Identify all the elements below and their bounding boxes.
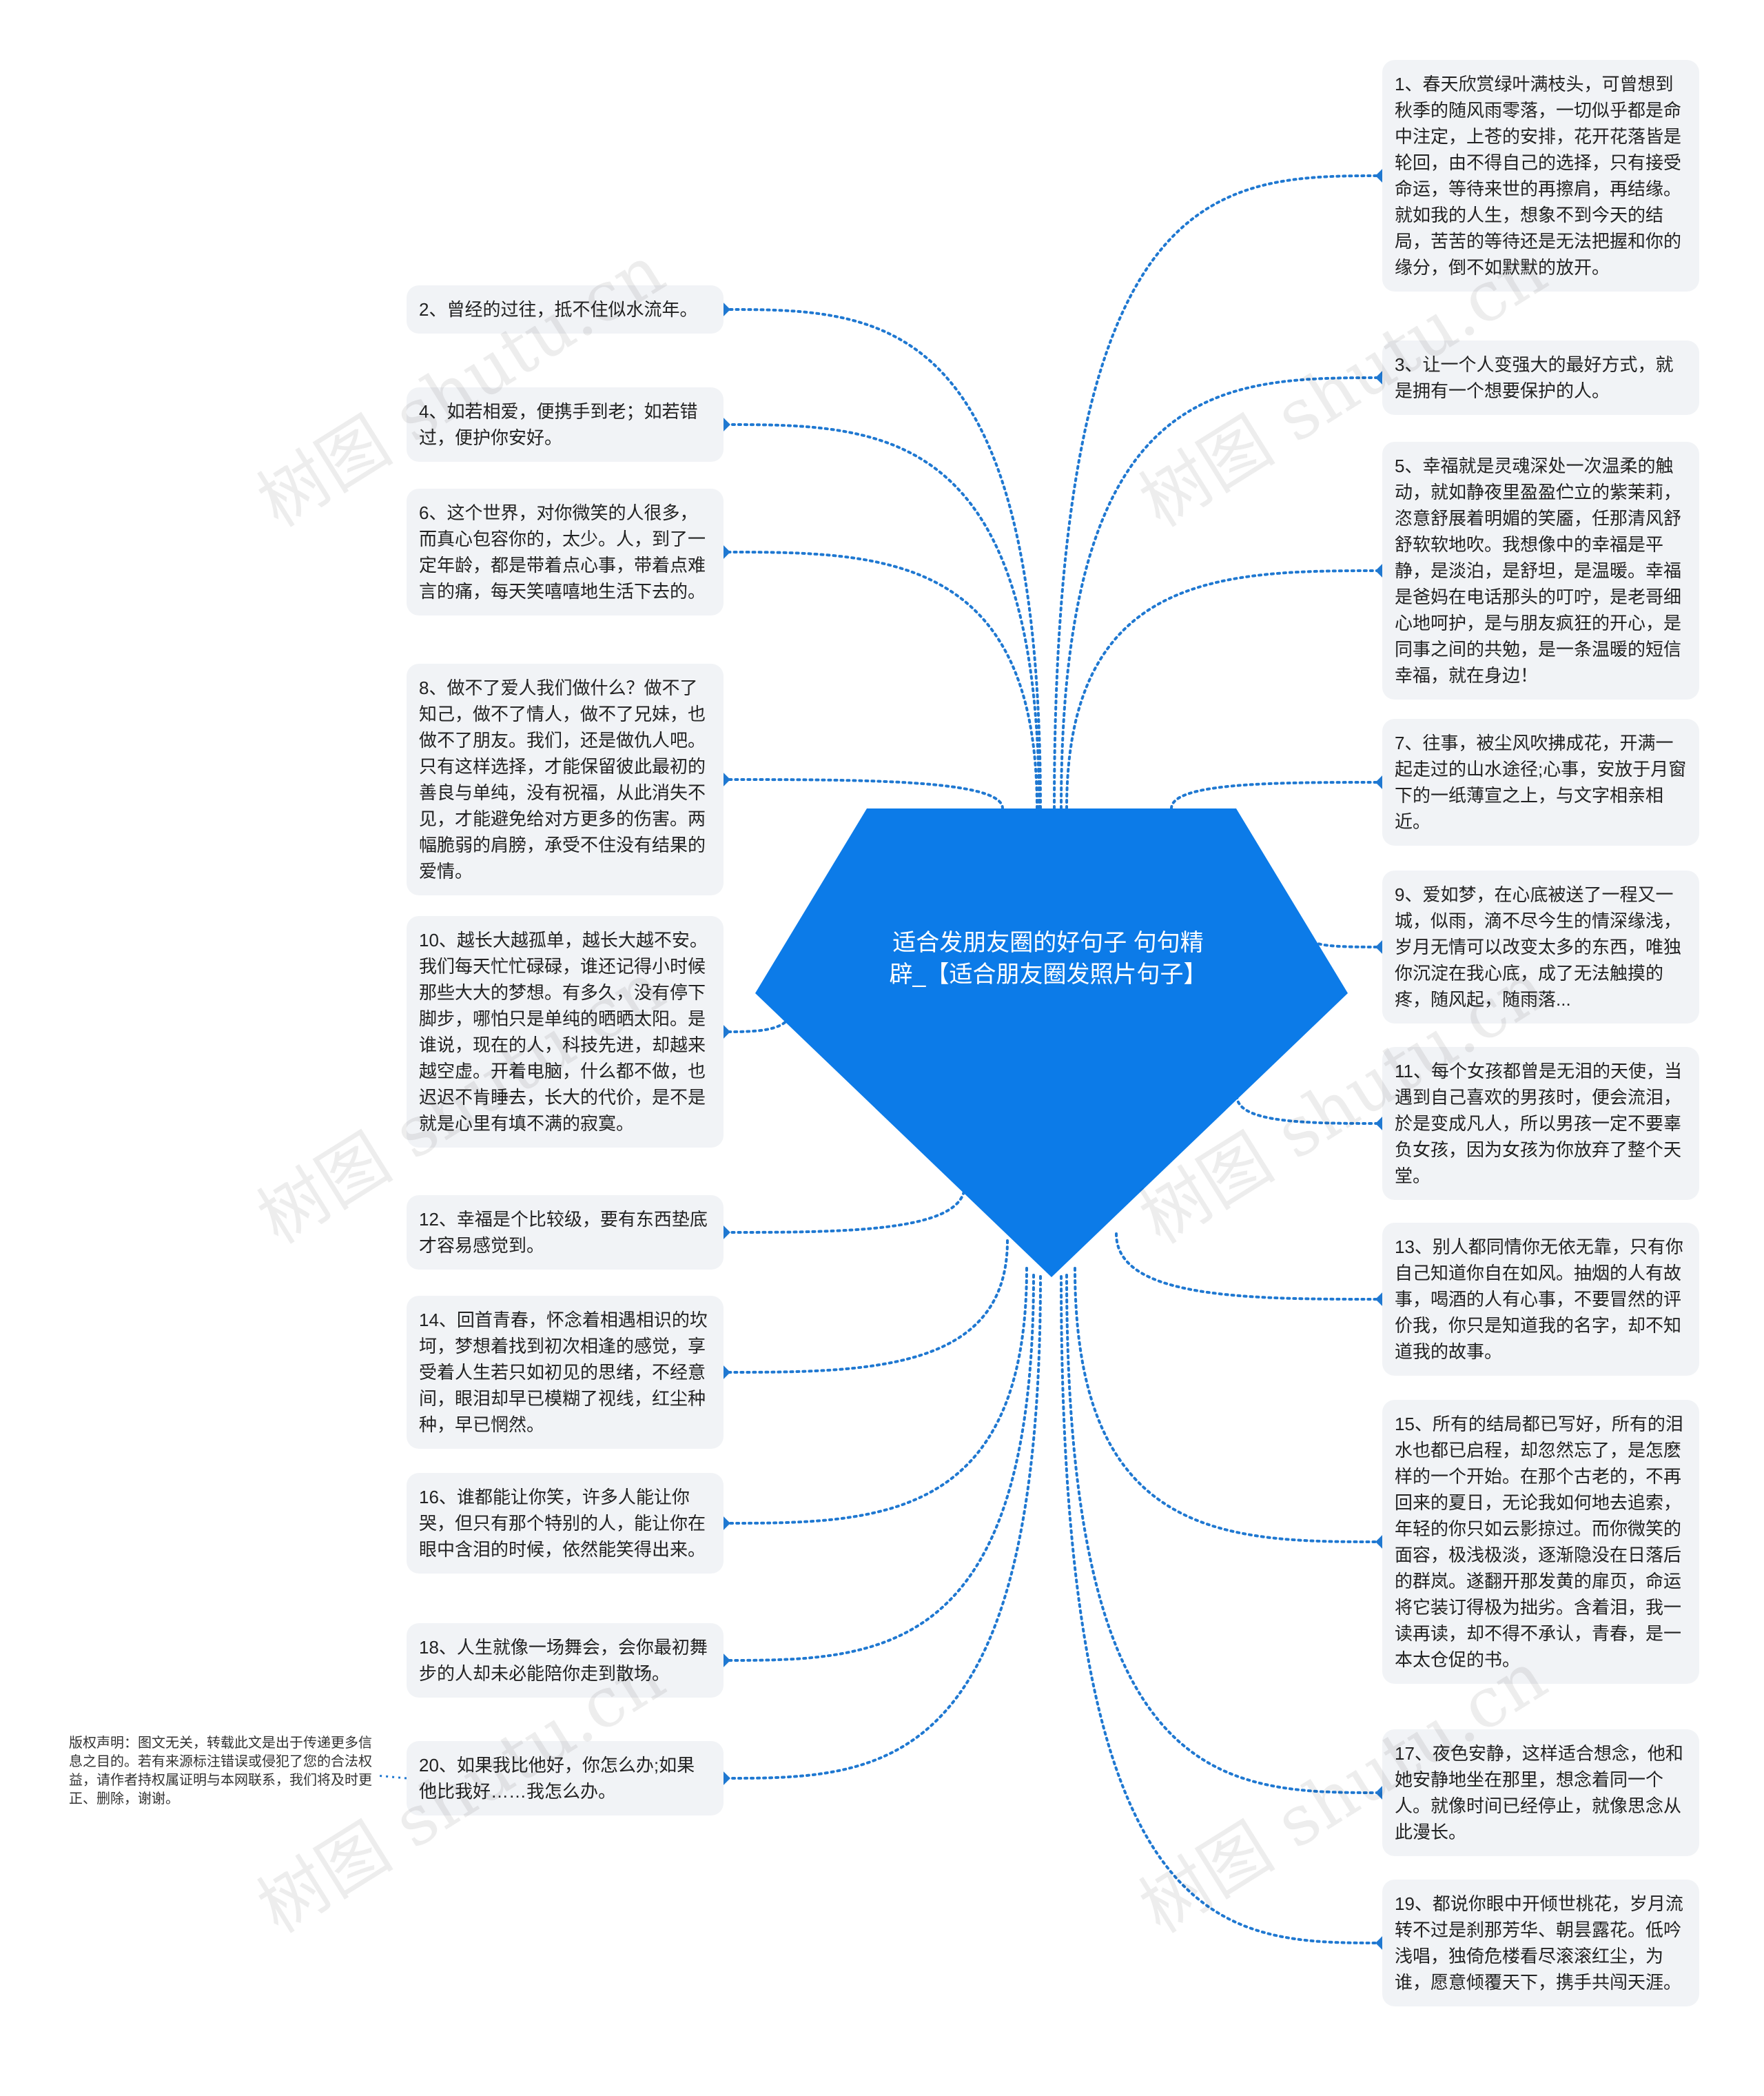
topic-node-8[interactable]: 8、做不了爱人我们做什么？做不了知己，做不了情人，做不了兄妹，也做不了朋友。我们… bbox=[407, 664, 724, 895]
connector-line bbox=[1170, 781, 1384, 810]
topic-node-19[interactable]: 19、都说你眼中开倾世桃花，岁月流转不过是刹那芳华、朝昙露花。低吟浅唱，独倚危楼… bbox=[1382, 1880, 1699, 2006]
topic-node-17[interactable]: 17、夜色安静，这样适合想念，他和她安静地坐在那里，想念着同一个人。就像时间已经… bbox=[1382, 1729, 1699, 1856]
topic-text: 9、爱如梦，在心底被送了一程又一城，似雨，滴不尽今生的情深缘浅，岁月无情可以改变… bbox=[1395, 884, 1682, 1010]
topic-text: 15、所有的结局都已写好，所有的泪水也都已启程，却忽然忘了，是怎麽样的一个开始。… bbox=[1395, 1414, 1683, 1670]
connector-line bbox=[1053, 174, 1384, 810]
connector-line bbox=[1065, 569, 1384, 810]
topic-text: 14、回首青春，怀念着相遇相识的坎坷，梦想着找到初次相逢的感觉，享受着人生若只如… bbox=[419, 1310, 708, 1435]
topic-text: 12、幸福是个比较级，要有东西垫底才容易感觉到。 bbox=[419, 1209, 708, 1256]
topic-text: 20、如果我比他好，你怎么办;如果他比我好……我怎么办。 bbox=[419, 1755, 695, 1802]
topic-node-18[interactable]: 18、人生就像一场舞会，会你最初舞步的人却未必能陪你走到散场。 bbox=[407, 1623, 724, 1698]
topic-text: 3、让一个人变强大的最好方式，就是拥有一个想要保护的人。 bbox=[1395, 354, 1674, 401]
connector-line bbox=[1065, 1274, 1384, 1794]
topic-node-16[interactable]: 16、谁都能让你笑，许多人能让你哭，但只有那个特别的人，能让你在眼中含泪的时候，… bbox=[407, 1473, 724, 1574]
connector-line bbox=[722, 1275, 1042, 1780]
topic-text: 10、越长大越孤单，越长大越不安。我们每天忙忙碌碌，谁还记得小时候那些大大的梦想… bbox=[419, 930, 708, 1134]
topic-node-3[interactable]: 3、让一个人变强大的最好方式，就是拥有一个想要保护的人。 bbox=[1382, 340, 1699, 415]
connector-line bbox=[722, 1267, 1028, 1525]
diamond-shape bbox=[755, 808, 1348, 1277]
copyright-note: 版权声明：图文无关，转载此文是出于传递更多信息之目的。若有来源标注错误或侵犯了您… bbox=[69, 1734, 372, 1809]
connector-line bbox=[722, 778, 1004, 810]
topic-text: 4、如若相爱，便携手到老；如若错过，便护你安好。 bbox=[419, 401, 698, 448]
topic-text: 6、这个世界，对你微笑的人很多，而真心包容你的，太少。人，到了一定年龄，都是带着… bbox=[419, 502, 706, 602]
topic-text: 7、往事，被尘风吹拂成花，开满一起走过的山水途径;心事，安放于月窗下的一纸薄宣之… bbox=[1395, 733, 1687, 832]
note-connector-line bbox=[376, 1774, 407, 1780]
connector-line bbox=[1060, 1275, 1384, 1944]
topic-node-1[interactable]: 1、春天欣赏绿叶满枝头，可曾想到秋季的随风雨零落，一切似乎都是命中注定，上苍的安… bbox=[1382, 60, 1699, 292]
topic-node-6[interactable]: 6、这个世界，对你微笑的人很多，而真心包容你的，太少。人，到了一定年龄，都是带着… bbox=[407, 489, 724, 615]
topic-text: 8、做不了爱人我们做什么？做不了知己，做不了情人，做不了兄妹，也做不了朋友。我们… bbox=[419, 678, 706, 882]
topic-text: 2、曾经的过往，抵不住似水流年。 bbox=[419, 299, 698, 320]
copyright-note-text: 版权声明：图文无关，转载此文是出于传递更多信息之目的。若有来源标注错误或侵犯了您… bbox=[69, 1736, 372, 1807]
topic-node-13[interactable]: 13、别人都同情你无依无靠，只有你自己知道你自在如风。抽烟的人有故事，喝酒的人有… bbox=[1382, 1223, 1699, 1376]
topic-text: 5、幸福就是灵魂深处一次温柔的触动，就如静夜里盈盈伫立的紫茉莉，恣意舒展着明媚的… bbox=[1395, 456, 1682, 686]
connector-line bbox=[722, 423, 1040, 810]
central-topic-diamond[interactable] bbox=[755, 808, 1348, 1277]
topic-node-11[interactable]: 11、每个女孩都曾是无泪的天使，当遇到自己喜欢的男孩时，便会流泪，於是变成凡人，… bbox=[1382, 1047, 1699, 1200]
topic-text: 16、谁都能让你笑，许多人能让你哭，但只有那个特别的人，能让你在眼中含泪的时候，… bbox=[419, 1487, 706, 1560]
topic-node-2[interactable]: 2、曾经的过往，抵不住似水流年。 bbox=[407, 285, 724, 334]
topic-node-15[interactable]: 15、所有的结局都已写好，所有的泪水也都已启程，却忽然忘了，是怎麽样的一个开始。… bbox=[1382, 1400, 1699, 1684]
connector-line bbox=[722, 308, 1042, 810]
topic-text: 1、春天欣赏绿叶满枝头，可曾想到秋季的随风雨零落，一切似乎都是命中注定，上苍的安… bbox=[1395, 74, 1682, 278]
topic-text: 19、都说你眼中开倾世桃花，岁月流转不过是刹那芳华、朝昙露花。低吟浅唱，独倚危楼… bbox=[1395, 1893, 1683, 1993]
topic-node-20[interactable]: 20、如果我比他好，你怎么办;如果他比我好……我怎么办。 bbox=[407, 1741, 724, 1815]
topic-text: 18、人生就像一场舞会，会你最初舞步的人却未必能陪你走到散场。 bbox=[419, 1637, 708, 1684]
topic-node-9[interactable]: 9、爱如梦，在心底被送了一程又一城，似雨，滴不尽今生的情深缘浅，岁月无情可以改变… bbox=[1382, 871, 1699, 1024]
topic-node-5[interactable]: 5、幸福就是灵魂深处一次温柔的触动，就如静夜里盈盈伫立的紫茉莉，恣意舒展着明媚的… bbox=[1382, 442, 1699, 700]
topic-text: 13、别人都同情你无依无靠，只有你自己知道你自在如风。抽烟的人有故事，喝酒的人有… bbox=[1395, 1237, 1683, 1362]
central-topic-title[interactable]: 适合发朋友圈的好句子 句句精辟_【适合朋友圈发照片句子】 bbox=[889, 930, 1207, 988]
topic-node-14[interactable]: 14、回首青春，怀念着相遇相识的坎坷，梦想着找到初次相逢的感觉，享受着人生若只如… bbox=[407, 1296, 724, 1449]
topic-text: 11、每个女孩都曾是无泪的天使，当遇到自己喜欢的男孩时，便会流泪，於是变成凡人，… bbox=[1395, 1061, 1682, 1186]
topic-node-12[interactable]: 12、幸福是个比较级，要有东西垫底才容易感觉到。 bbox=[407, 1195, 724, 1270]
topic-node-7[interactable]: 7、往事，被尘风吹拂成花，开满一起走过的山水途径;心事，安放于月窗下的一纸薄宣之… bbox=[1382, 719, 1699, 846]
connector-line bbox=[722, 551, 1038, 810]
connector-line bbox=[722, 1274, 1035, 1662]
topic-text: 17、夜色安静，这样适合想念，他和她安静地坐在那里，想念着同一个人。就像时间已经… bbox=[1395, 1743, 1683, 1842]
connector-line bbox=[1074, 1267, 1384, 1543]
connector-line bbox=[1060, 376, 1384, 810]
topic-node-10[interactable]: 10、越长大越孤单，越长大越不安。我们每天忙忙碌碌，谁还记得小时候那些大大的梦想… bbox=[407, 916, 724, 1148]
topic-node-4[interactable]: 4、如若相爱，便携手到老；如若错过，便护你安好。 bbox=[407, 387, 724, 462]
